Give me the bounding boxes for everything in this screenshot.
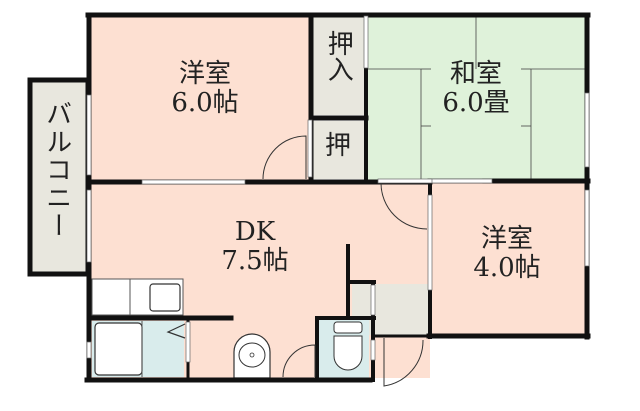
dk-label: DK 7.5帖	[200, 218, 310, 275]
bathtub-icon	[94, 322, 143, 376]
oshi-floor	[313, 121, 364, 179]
washbasin-icon	[233, 333, 271, 379]
balcony-label: バルコニー	[41, 100, 72, 240]
oshiire-label: 押入	[318, 30, 358, 82]
room-size: 7.5帖	[221, 245, 289, 276]
door-swings	[262, 135, 428, 387]
western-room-6-label: 洋室 6.0帖	[150, 60, 260, 117]
room-size: 6.0畳	[442, 87, 510, 118]
room-size: 6.0帖	[171, 87, 239, 118]
western-room-4-floor	[431, 183, 585, 335]
room-name: 和室	[449, 59, 502, 89]
japanese-room-label: 和室 6.0畳	[421, 60, 531, 117]
closet-label: 押	[324, 131, 351, 161]
room-name: 洋室	[178, 59, 231, 89]
closet-label: 押入	[323, 30, 354, 82]
sink-icon	[149, 283, 181, 312]
room-name: 洋室	[480, 224, 533, 254]
genkan-floor	[375, 284, 429, 336]
room-size: 4.0帖	[473, 252, 541, 283]
toilet-tank-icon	[333, 321, 363, 334]
windows	[86, 15, 590, 363]
japanese-room-floor	[368, 16, 585, 180]
balcony-area	[30, 80, 88, 274]
tatami-lines	[368, 16, 585, 180]
western-room-6-floor	[90, 16, 309, 181]
faucet-icon	[166, 323, 186, 339]
western-room-4-label: 洋室 4.0帖	[452, 225, 562, 282]
room-name: DK	[234, 217, 276, 247]
toilet-bowl-icon	[333, 335, 363, 371]
oshiire-floor	[313, 16, 364, 115]
oshi-label: 押	[318, 132, 358, 161]
